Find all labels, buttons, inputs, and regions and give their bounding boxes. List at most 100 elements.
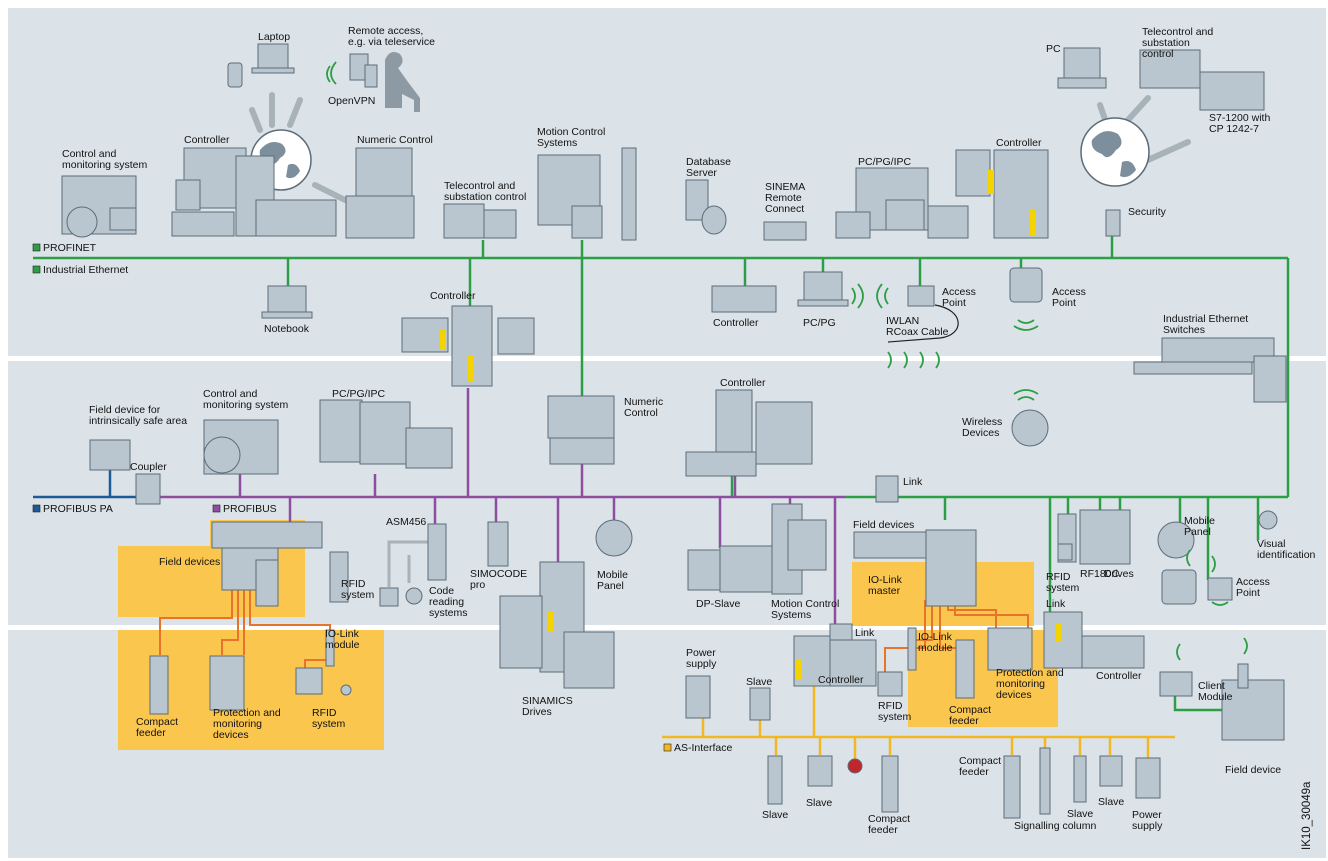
field-device-line: Field device [1225, 764, 1281, 776]
slave-icon [767, 755, 783, 805]
numeric-control-top-label: Numeric Control [357, 134, 433, 146]
pc-icon [1063, 47, 1101, 79]
profibus-legend-icon [212, 504, 221, 513]
controller-rack [255, 199, 337, 237]
controller-device [711, 285, 777, 313]
control-monitoring-mid-line: Control and [203, 388, 257, 400]
protection-right-line: monitoring [996, 678, 1045, 690]
numeric-control-panel [549, 437, 615, 465]
globe-continents [259, 142, 300, 179]
openvpn-line: OpenVPN [328, 95, 375, 107]
drives-line: Drives [1104, 568, 1134, 580]
pcpgipc-top-label: PC/PG/IPC [858, 156, 912, 168]
link-3-label: Link [855, 627, 875, 639]
slave-2-label: Slave [762, 809, 788, 821]
database-server-line: Database [686, 156, 731, 168]
compact-feeder-left-line: Compact [136, 716, 178, 728]
compact-feeder-right-line: feeder [959, 766, 989, 778]
pc-keyboard [1057, 77, 1107, 89]
wireless-icon [887, 351, 940, 369]
dp-slave-icon [687, 549, 725, 591]
access-point-icon [907, 285, 935, 307]
security-module-icon [1105, 209, 1121, 237]
power-supply-2-line: Power [1132, 809, 1162, 821]
person-icon [385, 52, 420, 112]
remote-access-label: Remote access,e.g. via teleservice [348, 25, 435, 48]
notebook-line: Notebook [264, 323, 310, 335]
slave-5-label: Slave [1098, 796, 1124, 808]
mobile-panel-2-line: Panel [1184, 526, 1211, 538]
power-supply-1-line: Power [686, 647, 716, 659]
simocode-line: pro [470, 579, 485, 591]
remote-access-line: Remote access, [348, 25, 423, 37]
controller-bottom-right-label: Controller [1096, 670, 1142, 682]
module-accent [548, 612, 554, 632]
io-link-module-icon [325, 629, 335, 667]
field-devices-rack [853, 531, 931, 559]
controller-bottom-right-line: Controller [1096, 670, 1142, 682]
pcpgipc-mid-label: PC/PG/IPC [332, 388, 386, 400]
controller-asi-label: Controller [818, 674, 864, 686]
drives-icon [1079, 509, 1131, 565]
control-monitoring-top-line: monitoring system [62, 159, 147, 171]
protection-left-line: monitoring [213, 718, 262, 730]
s7-1200-line: CP 1242-7 [1209, 123, 1259, 135]
rfid-system-left-line: system [341, 589, 375, 601]
telecontrol-screen [1139, 49, 1201, 89]
iolink-cable [249, 590, 331, 630]
rfid-system-icon [877, 671, 903, 697]
slave-2-line: Slave [762, 809, 788, 821]
client-module-icon [1159, 671, 1193, 697]
network-labels: PROFINET Industrial Ethernet PROFIBUS PA… [43, 242, 733, 754]
controller-ie-label: Controller [713, 317, 759, 329]
io-link-master-icon [925, 529, 977, 607]
protection-device-icon [209, 655, 245, 711]
rfid-system-bottom-line: system [312, 718, 346, 730]
ie-switches-line: Switches [1163, 324, 1205, 336]
client-module-line: Client [1198, 680, 1225, 692]
access-point-2-line: Access [1052, 286, 1086, 298]
laptop-line: Laptop [258, 31, 290, 43]
access-point-icon [1207, 577, 1233, 601]
sinema-line: SINEMA [765, 181, 805, 193]
numeric-control-top-line: Numeric Control [357, 134, 433, 146]
iolink-module-right-line: module [918, 642, 953, 654]
mobile-panel-2-line: Mobile [1184, 515, 1215, 527]
controller-module [175, 179, 201, 211]
mobile-panel-icon [595, 519, 633, 557]
asm456-label: ASM456 [386, 516, 426, 528]
motion-control-mid-line: Motion Control [771, 598, 839, 610]
rfid-system-mid-line: system [878, 711, 912, 723]
wireless-devices-line: Devices [962, 427, 999, 439]
drives-label: Drives [1104, 568, 1134, 580]
telecontrol-right-line: Telecontrol and [1142, 26, 1213, 38]
visual-id-line: identification [1257, 549, 1316, 561]
rfid-tag-icon [340, 684, 352, 696]
coupler-icon [135, 473, 161, 505]
laptop-label: Laptop [258, 31, 290, 43]
rfid-system-icon [295, 667, 323, 695]
link-1-line: Link [903, 476, 923, 488]
image-id-label: IK10_30049a [1301, 781, 1313, 850]
sinamics-line: Drives [522, 706, 552, 718]
device-labels: Laptop Remote access,e.g. via teleservice… [62, 25, 1316, 836]
sinema-line: Connect [765, 203, 804, 215]
network-lines [33, 92, 1290, 760]
motion-control-top-line: Motion Control [537, 126, 605, 138]
profinet-legend-icon [32, 243, 41, 252]
wireless-device-icon [1011, 409, 1049, 447]
field-device-module [329, 551, 349, 603]
